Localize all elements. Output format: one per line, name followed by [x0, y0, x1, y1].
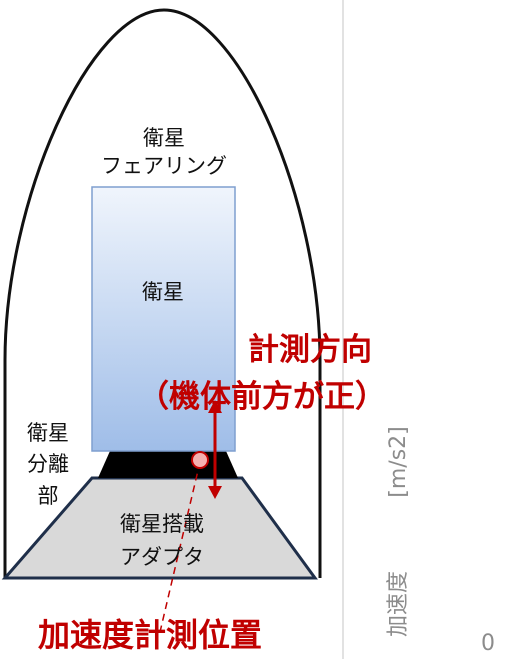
satellite-label: 衛星: [142, 280, 184, 304]
measurement-leader-line: [159, 461, 201, 633]
arrow-head-down: [208, 486, 222, 499]
satellite-body: [91, 186, 236, 452]
separation-label-line2: 分離: [27, 452, 69, 476]
measurement-point-marker: [191, 451, 209, 469]
fairing-label-line1: 衛星: [143, 126, 185, 150]
separation-band: [98, 451, 238, 478]
separation-label-line3: 部: [38, 484, 59, 508]
adapter-label-line1: 衛星搭載: [120, 512, 204, 536]
direction-label-line1: 計測方向: [248, 332, 372, 368]
arrow-head-up: [208, 400, 222, 413]
direction-label-line2: （機体前方が正）: [138, 379, 386, 415]
y-axis-label-unit: [m/s2]: [386, 426, 411, 497]
adapter-label-line2: アダプタ: [120, 545, 204, 569]
separation-label-line1: 衛星: [27, 421, 69, 445]
y-axis-label-text: 加速度: [386, 571, 411, 637]
fairing-outline: [3, 8, 322, 578]
measurement-position-label: 加速度計測位置: [38, 616, 262, 654]
chart-panel: [342, 0, 510, 659]
fairing-label-line2: フェアリング: [101, 154, 227, 178]
y-axis-tick-zero: 0: [481, 631, 495, 656]
